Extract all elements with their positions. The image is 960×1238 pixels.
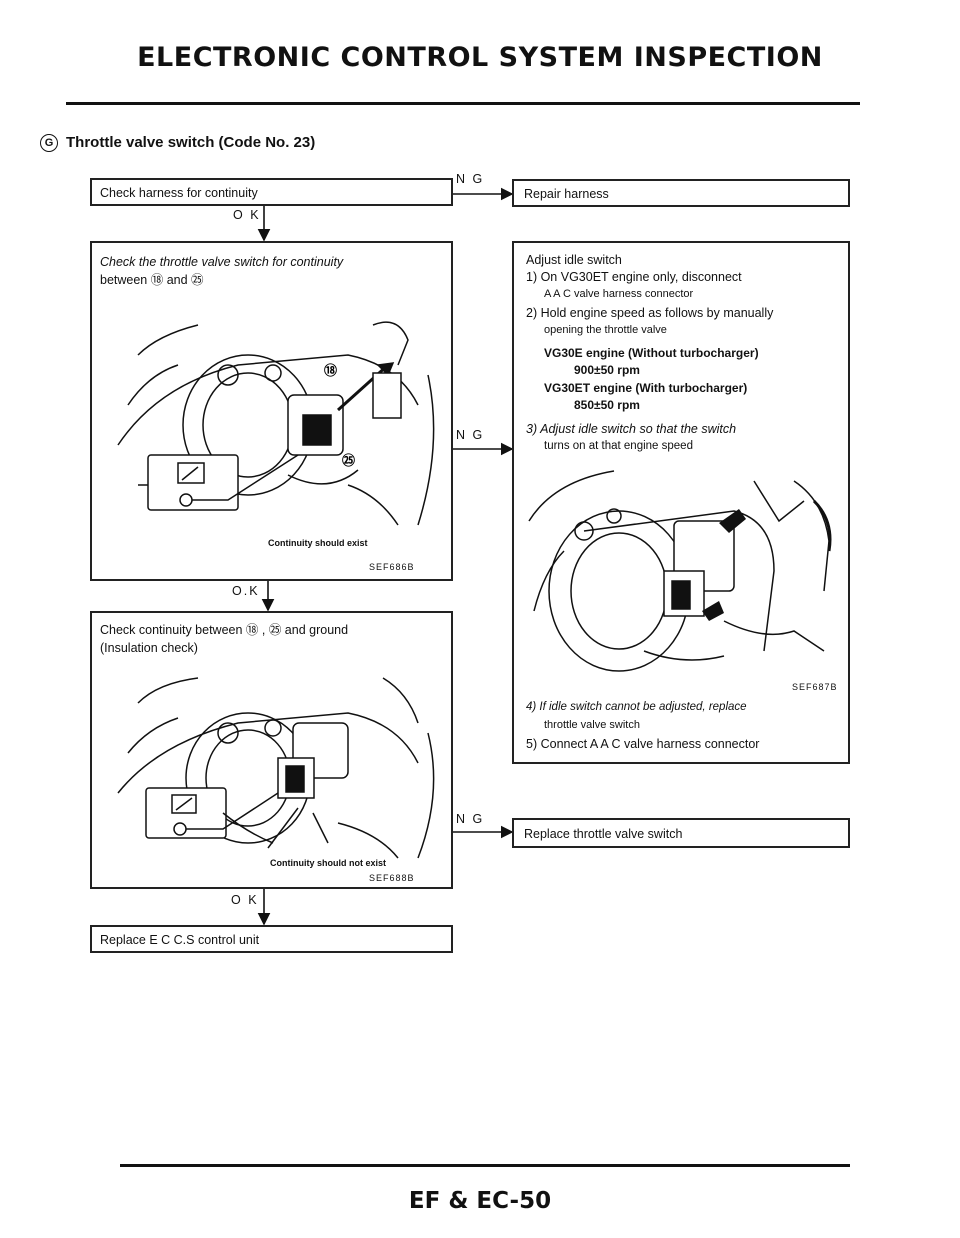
footer-rule bbox=[120, 1164, 850, 1167]
page-title: ELECTRONIC CONTROL SYSTEM INSPECTION bbox=[137, 42, 823, 73]
adjust-step3b: turns on at that engine speed bbox=[544, 440, 693, 452]
step3-figure-id: SEF688B bbox=[369, 873, 415, 883]
step2-caption: Continuity should exist bbox=[268, 538, 368, 548]
ng-label-1: N G bbox=[456, 172, 485, 186]
replace-switch-box: Replace throttle valve switch bbox=[512, 818, 850, 848]
repair-harness-box: Repair harness bbox=[512, 179, 850, 207]
adjust-step2b: opening the throttle valve bbox=[544, 324, 667, 336]
ok-label-2: O.K bbox=[232, 584, 260, 598]
ng-label-2: N G bbox=[456, 428, 485, 442]
adjust-step1a: 1) On VG30ET engine only, disconnect bbox=[526, 270, 742, 284]
adjust-figure-id: SEF687B bbox=[792, 682, 838, 692]
step3-line1: Check continuity between ⑱ , ㉕ and groun… bbox=[100, 623, 349, 637]
insulation-check-illustration bbox=[98, 663, 446, 863]
ng-label-3: N G bbox=[456, 812, 485, 826]
step2-figure-id: SEF686B bbox=[369, 562, 415, 572]
adjust-step2a: 2) Hold engine speed as follows by manua… bbox=[526, 306, 774, 320]
step-insulation-check: Check continuity between ⑱ , ㉕ and groun… bbox=[90, 611, 453, 889]
step3-caption: Continuity should not exist bbox=[270, 858, 386, 868]
step-check-switch-continuity: Check the throttle valve switch for cont… bbox=[90, 241, 453, 581]
step2-line2: between ⑱ and ㉕ bbox=[100, 273, 204, 287]
adjust-heading: Adjust idle switch bbox=[526, 253, 622, 267]
page-number: EF & EC-50 bbox=[408, 1188, 552, 1214]
adjust-spec2-value: 850±50 rpm bbox=[574, 398, 640, 412]
callout-25: ㉕ bbox=[342, 453, 355, 469]
ok-label-1: O K bbox=[233, 208, 261, 222]
step3-line2: (Insulation check) bbox=[100, 641, 198, 655]
replace-ecu-box: Replace E C C.S control unit bbox=[90, 925, 453, 953]
idle-switch-illustration bbox=[524, 461, 840, 681]
adjust-step5: 5) Connect A A C valve harness connector bbox=[526, 737, 760, 751]
replace-switch-text: Replace throttle valve switch bbox=[524, 827, 683, 841]
section-title-text: Throttle valve switch (Code No. 23) bbox=[66, 134, 316, 151]
step-check-harness: Check harness for continuity bbox=[90, 178, 453, 206]
section-marker-icon: G bbox=[40, 134, 58, 153]
ok-label-3: O K bbox=[231, 893, 259, 907]
adjust-idle-switch-box: Adjust idle switch 1) On VG30ET engine o… bbox=[512, 241, 850, 764]
section-title: G Throttle valve switch (Code No. 23) bbox=[40, 134, 316, 153]
adjust-spec1: VG30E engine (Without turbocharger) bbox=[544, 346, 759, 360]
header-rule bbox=[66, 102, 860, 105]
step2-line1: Check the throttle valve switch for cont… bbox=[100, 255, 344, 269]
adjust-spec2: VG30ET engine (With turbocharger) bbox=[544, 381, 748, 395]
adjust-step4a: 4) If idle switch cannot be adjusted, re… bbox=[526, 701, 747, 713]
adjust-step1b: A A C valve harness connector bbox=[544, 288, 694, 300]
step-check-harness-text: Check harness for continuity bbox=[100, 186, 258, 200]
adjust-step4b: throttle valve switch bbox=[544, 719, 640, 731]
replace-ecu-text: Replace E C C.S control unit bbox=[100, 933, 260, 947]
callout-18: ⑱ bbox=[324, 363, 337, 379]
repair-harness-text: Repair harness bbox=[524, 187, 609, 201]
throttle-body-illustration: ⑱ ㉕ bbox=[98, 295, 446, 535]
adjust-spec1-value: 900±50 rpm bbox=[574, 363, 640, 377]
adjust-step3a: 3) Adjust idle switch so that the switch bbox=[526, 422, 737, 436]
